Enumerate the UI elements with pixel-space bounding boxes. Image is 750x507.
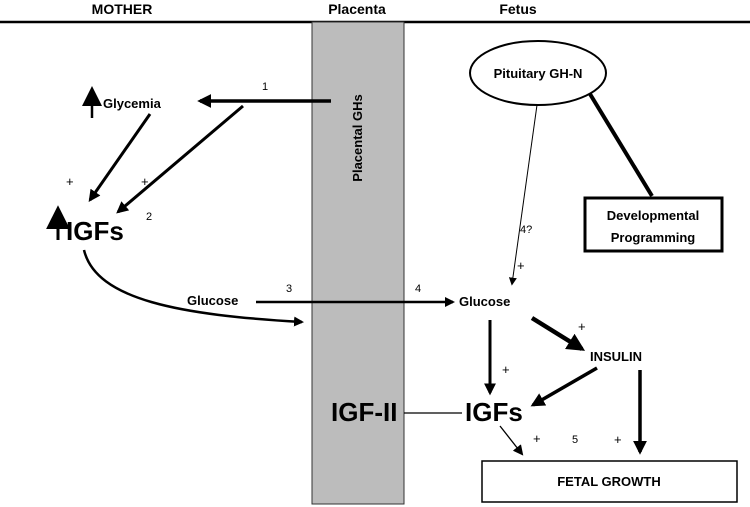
fetal-growth-label: FETAL GROWTH <box>557 474 661 489</box>
plus-sign-placental-igfs: + <box>141 174 149 189</box>
plus-sign-pituitary-glucose: + <box>517 258 525 273</box>
arrow-igfs-to-placenta <box>82 249 304 327</box>
programming-label: Programming <box>611 230 696 245</box>
step-number-5: 5 <box>572 434 578 446</box>
line-pituitary-to-programming <box>588 92 654 198</box>
header-fetus: Fetus <box>499 1 537 17</box>
plus-sign-glucose-insulin: + <box>578 319 586 334</box>
step-number-3: 3 <box>286 283 292 295</box>
fetal-igfs-label: IGFs <box>465 397 523 427</box>
developmental-programming-box <box>583 196 724 253</box>
arrow-igfs-to-fetal-growth <box>499 425 524 456</box>
step-number-2: 2 <box>146 211 152 223</box>
arrow-placental-ghs-to-igfs <box>116 104 244 214</box>
step-number-4: 4 <box>415 283 421 295</box>
glycemia-label: Glycemia <box>103 96 162 111</box>
header-placenta: Placenta <box>328 1 386 17</box>
arrow-glycemia-to-igfs <box>88 113 152 202</box>
fetal-growth-box <box>481 460 738 503</box>
insulin-label: INSULIN <box>590 349 642 364</box>
step-number-4-question: 4? <box>520 224 532 236</box>
maternal-igfs-label: IGFs <box>66 216 124 246</box>
developmental-label: Developmental <box>607 208 699 223</box>
maternal-glucose-label: Glucose <box>187 293 238 308</box>
igf-ii-label: IGF-II <box>331 397 397 427</box>
fetal-glucose-label: Glucose <box>459 294 510 309</box>
placental-ghs-label: Placental GHs <box>350 94 365 181</box>
pituitary-gh-n-label: Pituitary GH-N <box>494 66 583 81</box>
pituitary-gh-n-node <box>469 40 607 106</box>
plus-sign-glycemia-igfs: + <box>66 174 74 189</box>
header-mother: MOTHER <box>92 1 153 17</box>
plus-sign-glucose-igfs: + <box>502 362 510 377</box>
arrow-pituitary-to-glucose <box>508 104 538 286</box>
plus-sign-igfs-growth: + <box>533 431 541 446</box>
step-number-1: 1 <box>262 81 268 93</box>
arrow-glucose-to-insulin <box>530 316 586 351</box>
plus-sign-insulin-growth: + <box>614 432 622 447</box>
arrow-insulin-to-igfs <box>530 366 598 407</box>
